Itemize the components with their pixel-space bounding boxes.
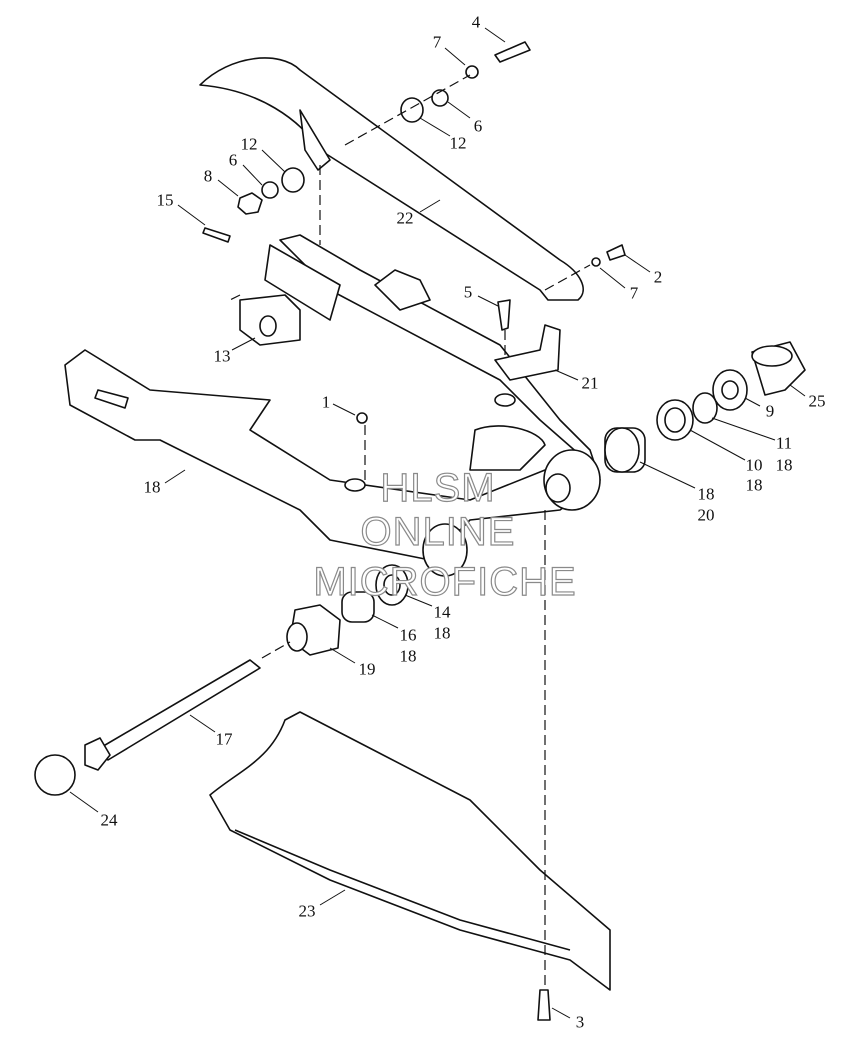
part-5-bolt bbox=[497, 299, 511, 331]
watermark-line-1: HLSM bbox=[380, 466, 496, 510]
part-1-screw bbox=[356, 412, 368, 424]
part-3-screw bbox=[537, 989, 551, 1021]
callout-18: 18 bbox=[143, 477, 161, 497]
callout-11-sub: 18 bbox=[775, 455, 793, 475]
part-11-ring bbox=[692, 392, 718, 424]
part-18-swingarm bbox=[64, 234, 601, 561]
callout-13: 13 bbox=[213, 346, 231, 366]
part-8-nut bbox=[237, 192, 263, 215]
part-12-bushing bbox=[400, 97, 424, 123]
callout-25: 25 bbox=[808, 391, 826, 411]
callout-9: 9 bbox=[765, 401, 775, 421]
callout-11: 11 bbox=[775, 433, 793, 453]
callout-3: 3 bbox=[575, 1012, 585, 1032]
callout-7: 7 bbox=[432, 32, 442, 52]
callout-10: 10 bbox=[745, 455, 763, 475]
callout-23: 23 bbox=[298, 901, 316, 921]
part-21-bracket bbox=[494, 324, 561, 381]
callout-5: 5 bbox=[463, 282, 473, 302]
part-4-bolt bbox=[494, 41, 531, 63]
part-6-spacer bbox=[431, 89, 449, 107]
callout-6: 6 bbox=[473, 116, 483, 136]
callout-22: 22 bbox=[396, 208, 414, 228]
callout-16: 16 bbox=[399, 625, 417, 645]
part-17-axle bbox=[99, 659, 261, 761]
callout-10-sub: 18 bbox=[745, 475, 763, 495]
callout-8: 8 bbox=[203, 166, 213, 186]
callout-14: 14 bbox=[433, 602, 451, 622]
watermark-line-2: ONLINE bbox=[360, 510, 516, 554]
part-2-bolt bbox=[606, 244, 626, 261]
part-pivot-left bbox=[422, 523, 468, 577]
part-23-lower-guard bbox=[209, 711, 611, 991]
part-15-bolt bbox=[202, 227, 231, 243]
callout-4: 4 bbox=[471, 12, 481, 32]
callout-21: 21 bbox=[581, 373, 599, 393]
callout-15: 15 bbox=[156, 190, 174, 210]
callout-20: 20 bbox=[697, 505, 715, 525]
callout-17: 17 bbox=[215, 729, 233, 749]
part-16-spacer bbox=[341, 591, 375, 623]
callout-12: 12 bbox=[449, 133, 467, 153]
callout-12: 12 bbox=[240, 134, 258, 154]
callout-19: 19 bbox=[358, 659, 376, 679]
callout-24: 24 bbox=[100, 810, 118, 830]
callout-2: 2 bbox=[653, 267, 663, 287]
callout-6: 6 bbox=[228, 150, 238, 170]
part-22-belt-guard bbox=[199, 57, 584, 301]
callout-1: 1 bbox=[321, 392, 331, 412]
watermark-line-3: MICROFICHE bbox=[313, 560, 577, 604]
callout-14-sub: 18 bbox=[433, 623, 451, 643]
part-24-cap bbox=[34, 754, 76, 796]
callout-16-sub: 18 bbox=[399, 646, 417, 666]
callout-7: 7 bbox=[629, 283, 639, 303]
callout-18: 18 bbox=[697, 484, 715, 504]
